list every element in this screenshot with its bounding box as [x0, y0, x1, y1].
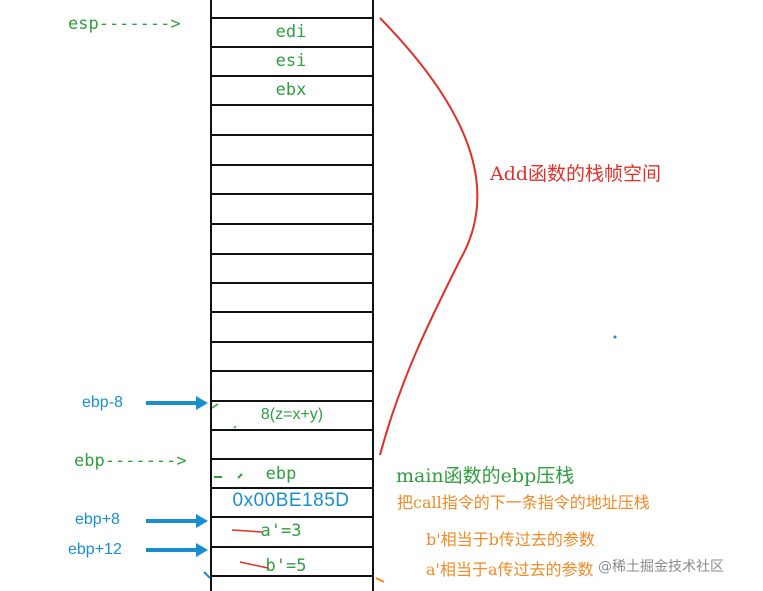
stack-divider [210, 164, 372, 166]
stack-divider [210, 17, 372, 19]
stack-cell-esi: esi [275, 51, 307, 71]
stack-cell-return-address: 0x00BE185D [232, 490, 350, 511]
stack-divider [210, 193, 372, 195]
stack-divider [210, 429, 372, 431]
stack-divider [210, 546, 372, 548]
ebp-plus-8-arrow-icon [146, 514, 208, 528]
stack-divider [210, 516, 372, 518]
stack-divider [210, 46, 372, 48]
stack-divider [210, 134, 372, 136]
stack-divider [210, 253, 372, 255]
blue-dot-icon [613, 335, 617, 339]
b-param-annotation: b'相当于b传过去的参数 [426, 530, 595, 549]
add-frame-annotation: Add函数的栈帧空间 [490, 163, 662, 185]
stack-divider [210, 487, 372, 489]
stack-divider [210, 223, 372, 225]
stack-cell-b: b'=5 [265, 556, 307, 576]
bottom-orange-mark-icon [375, 577, 385, 583]
ebp-plus-12-label: ebp+12 [68, 541, 122, 558]
stack-cell-a: a'=3 [260, 521, 302, 541]
stack-divider [210, 370, 372, 372]
stack-divider [210, 575, 372, 577]
stack-divider [210, 104, 372, 106]
watermark-text: @稀土掘金技术社区 [598, 559, 724, 575]
esp-pointer-label: esp-------> [68, 14, 181, 34]
ebp-plus-12-arrow-icon [146, 543, 208, 557]
stack-cell-ebp: ebp [265, 464, 297, 484]
call-next-push-annotation: 把call指令的下一条指令的地址压栈 [397, 493, 650, 512]
ebp-minus-8-label: ebp-8 [82, 394, 123, 411]
ebp-plus-8-label: ebp+8 [75, 511, 120, 528]
stack-divider [210, 282, 372, 284]
stack-divider [210, 341, 372, 343]
main-ebp-push-annotation: main函数的ebp压栈 [396, 465, 575, 487]
stack-cell-z: 8(z=x+y) [260, 406, 324, 423]
add-frame-brace-icon [379, 17, 479, 456]
stack-cell-edi: edi [275, 22, 307, 42]
stack-cell-ebx: ebx [275, 80, 307, 100]
stack-divider [210, 458, 372, 460]
a-param-annotation: a'相当于a传过去的参数 [426, 560, 594, 579]
stack-divider [210, 400, 372, 402]
stack-divider [210, 311, 372, 313]
ebp-pointer-label: ebp-------> [74, 451, 187, 471]
stack-column [210, 0, 374, 591]
stack-divider [210, 75, 372, 77]
ebp-minus-8-arrow-icon [146, 396, 208, 410]
